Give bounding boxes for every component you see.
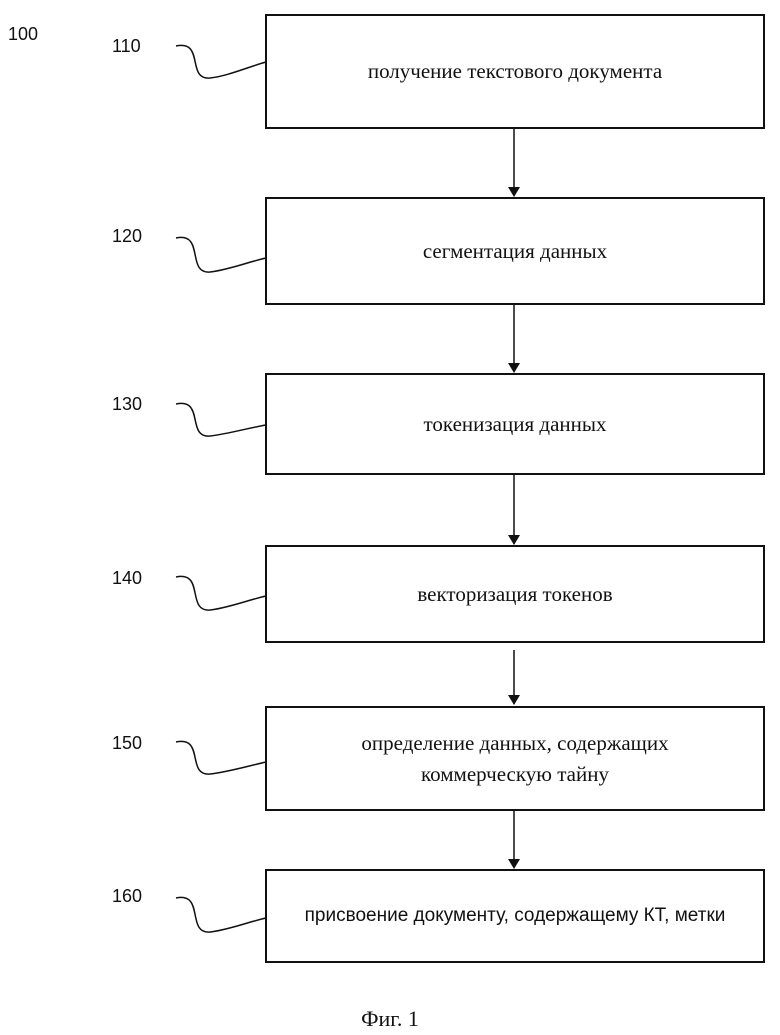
step-box-160: присвоение документу, содержащему КТ, ме…	[265, 869, 765, 963]
leader-line-130	[176, 403, 266, 436]
leader-line-140	[176, 576, 266, 610]
step-box-140: векторизация токенов	[265, 545, 765, 643]
step-box-150: определение данных, содержащих коммерчес…	[265, 706, 765, 811]
figure-number: 100	[8, 24, 38, 45]
leader-line-160	[176, 897, 266, 932]
step-box-130: токенизация данных	[265, 373, 765, 475]
step-ref-130: 130	[112, 394, 142, 415]
step-ref-160: 160	[112, 886, 142, 907]
step-box-110: получение текстового документа	[265, 14, 765, 129]
step-box-120: сегментация данных	[265, 197, 765, 305]
step-label-110: получение текстового документа	[368, 56, 662, 87]
step-label-140: векторизация токенов	[417, 579, 612, 610]
step-label-150: определение данных, содержащих коммерчес…	[325, 728, 705, 790]
step-ref-110: 110	[112, 36, 141, 57]
leader-line-110	[176, 45, 266, 78]
step-label-120: сегментация данных	[423, 236, 607, 267]
step-label-160: присвоение документу, содержащему КТ, ме…	[305, 901, 726, 931]
figure-caption: Фиг. 1	[0, 1006, 780, 1032]
step-ref-120: 120	[112, 226, 142, 247]
leader-line-120	[176, 237, 266, 272]
step-ref-140: 140	[112, 568, 142, 589]
step-label-130: токенизация данных	[424, 409, 607, 440]
step-ref-150: 150	[112, 733, 142, 754]
leader-line-150	[176, 741, 266, 774]
